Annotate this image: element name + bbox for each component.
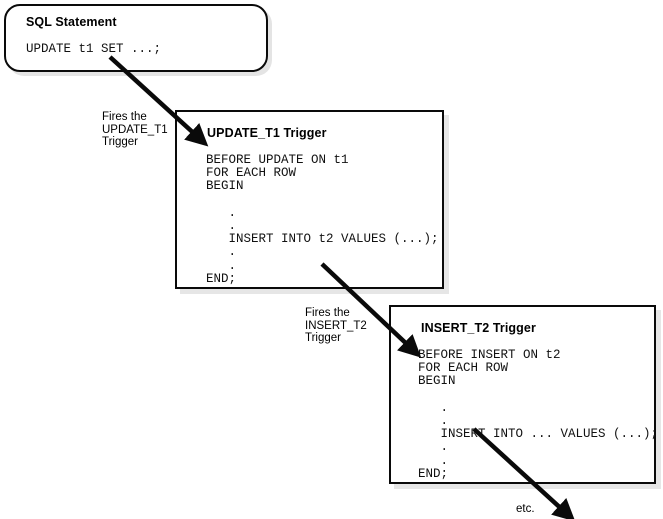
sql-statement-box: SQL Statement UPDATE t1 SET ...; xyxy=(4,4,268,72)
etc-label: etc. xyxy=(516,503,535,515)
sql-statement-code: UPDATE t1 SET ...; xyxy=(26,42,162,56)
insert-t2-trigger-code: BEFORE INSERT ON t2 FOR EACH ROW BEGIN .… xyxy=(418,348,659,481)
sql-statement-heading: SQL Statement xyxy=(26,15,117,29)
insert-t2-trigger-heading: INSERT_T2 Trigger xyxy=(421,321,536,335)
update-t1-trigger-code: BEFORE UPDATE ON t1 FOR EACH ROW BEGIN .… xyxy=(206,153,439,286)
fires-update-t1-label: Fires the UPDATE_T1 Trigger xyxy=(102,111,168,148)
fires-insert-t2-label: Fires the INSERT_T2 Trigger xyxy=(305,307,367,344)
update-t1-trigger-heading: UPDATE_T1 Trigger xyxy=(207,126,327,140)
update-t1-trigger-box: UPDATE_T1 Trigger BEFORE UPDATE ON t1 FO… xyxy=(175,110,444,289)
insert-t2-trigger-box: INSERT_T2 Trigger BEFORE INSERT ON t2 FO… xyxy=(389,305,659,484)
